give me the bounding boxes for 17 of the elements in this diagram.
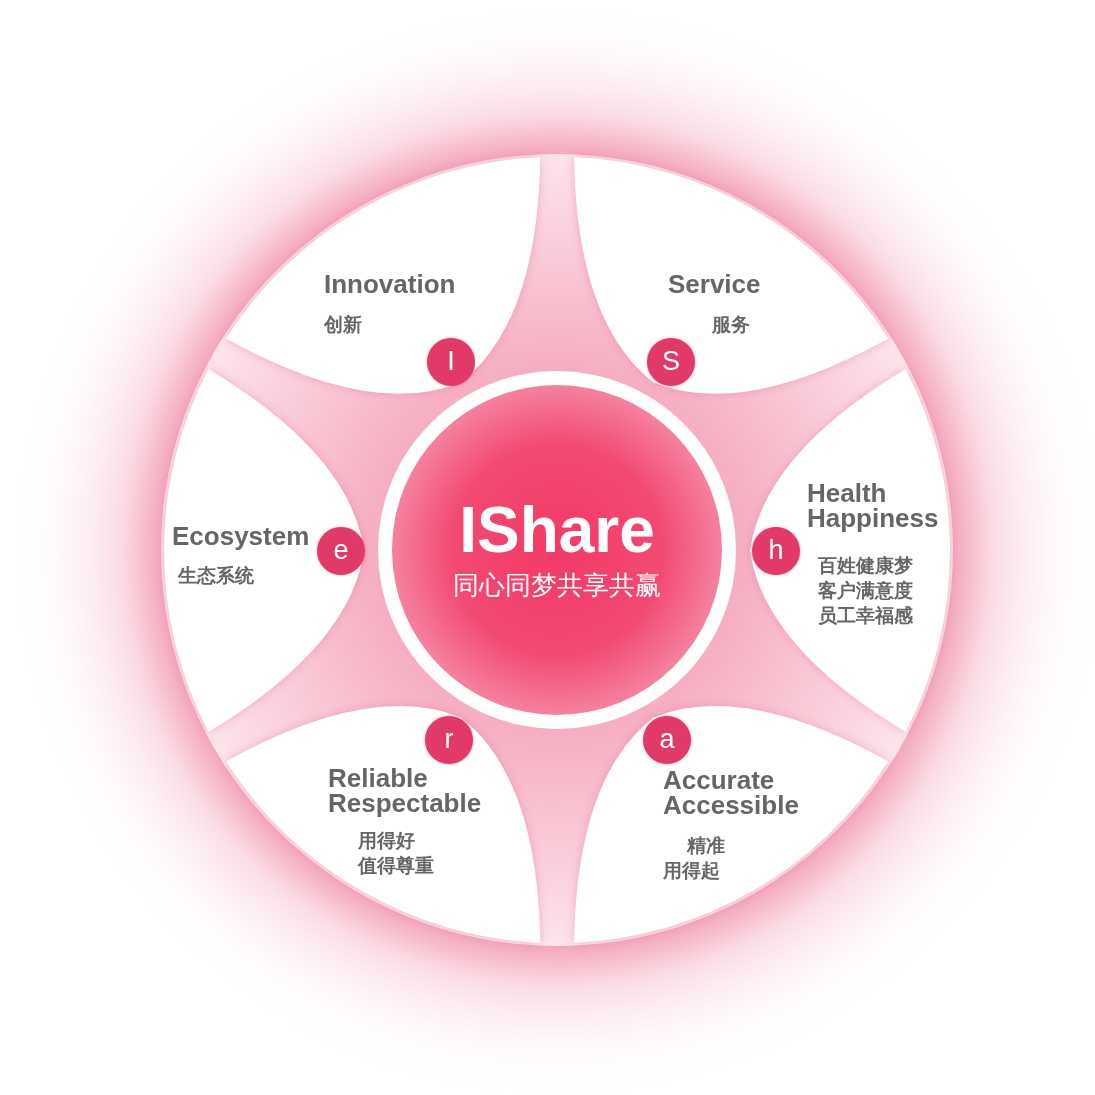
value-heading: Accurate Accessible xyxy=(663,768,800,818)
value-heading: Ecosystem xyxy=(172,524,311,549)
value-description: 客户满意度 xyxy=(818,579,913,603)
value-description: 值得尊重 xyxy=(358,854,434,878)
value-description: 百姓健康梦 xyxy=(818,554,913,578)
center-subtitle: 同心同梦共享共赢 xyxy=(452,570,662,600)
value-heading: Service xyxy=(668,272,762,297)
value-heading: Innovation xyxy=(324,272,457,297)
value-description: 精准 xyxy=(687,834,725,858)
value-description: 创新 xyxy=(324,313,362,337)
value-heading: Health Happiness xyxy=(807,481,940,531)
center-title: IShare xyxy=(458,497,656,563)
value-description: 员工幸福感 xyxy=(818,604,913,628)
value-description: 服务 xyxy=(712,313,750,337)
value-description: 生态系统 xyxy=(178,564,254,588)
value-description: 用得起 xyxy=(663,859,720,883)
value-description: 用得好 xyxy=(358,829,415,853)
